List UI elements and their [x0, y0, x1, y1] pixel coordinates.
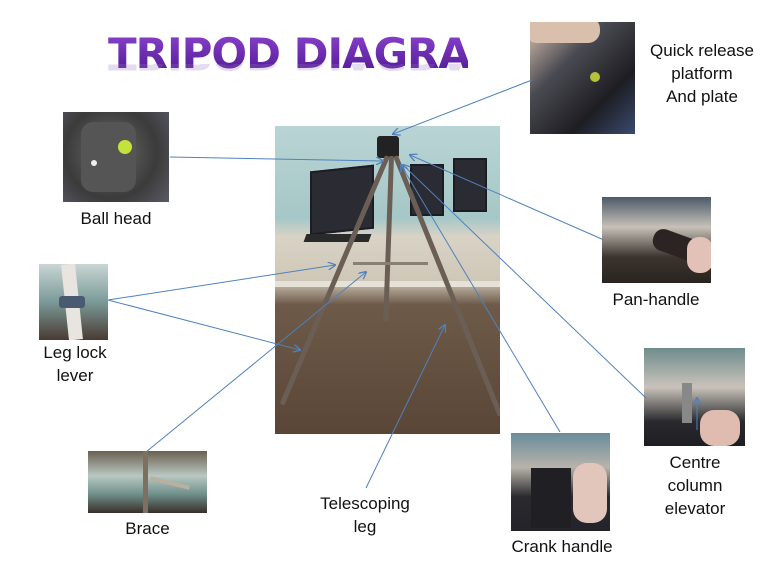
quick-release-photo [530, 22, 635, 134]
main-tripod-photo [275, 126, 500, 434]
crank-handle-arrow [401, 165, 561, 433]
label-line: platform [671, 64, 733, 83]
brace-label: Brace [88, 517, 207, 540]
pan-handle-arrow [410, 155, 605, 241]
leg-lock-lever-photo [39, 264, 108, 340]
telescoping-leg-label: Telescoping leg [300, 492, 430, 538]
quick-release-arrow [393, 79, 533, 134]
ball-head-label: Ball head [63, 207, 169, 230]
ball-head-photo [63, 112, 169, 202]
label-line: Crank handle [511, 537, 613, 556]
label-line: Ball head [80, 209, 152, 228]
leg-lock-arrow-lower [107, 299, 300, 350]
label-line: And plate [666, 87, 738, 106]
centre-column-arrow [403, 165, 647, 399]
ball-head-arrow [169, 156, 383, 161]
leg-lock-lever-label: Leg lock lever [30, 341, 120, 387]
leg-lock-arrow-upper [107, 265, 335, 301]
label-line: elevator [664, 499, 726, 518]
label-line: Pan-handle [612, 290, 700, 309]
label-line: leg [353, 517, 377, 536]
centre-column-elevator-label: Centre column elevator [640, 451, 750, 520]
page-title: TRIPOD DIAGRAM [108, 29, 512, 78]
brace-arrow [145, 272, 366, 453]
crank-handle-photo [511, 433, 610, 531]
label-line: Leg lock [43, 343, 107, 362]
label-line: Brace [125, 519, 170, 538]
pan-handle-photo [602, 197, 711, 283]
label-line: Telescoping [320, 494, 410, 513]
pan-handle-label: Pan-handle [596, 288, 716, 311]
brace-photo [88, 451, 207, 513]
crank-handle-label: Crank handle [500, 535, 624, 558]
telescoping-leg-arrow [365, 325, 445, 489]
label-line: lever [56, 366, 94, 385]
label-line: Centre [669, 453, 721, 472]
quick-release-label: Quick release platform And plate [636, 39, 768, 108]
label-line: column [667, 476, 723, 495]
label-line: Quick release [650, 41, 754, 60]
